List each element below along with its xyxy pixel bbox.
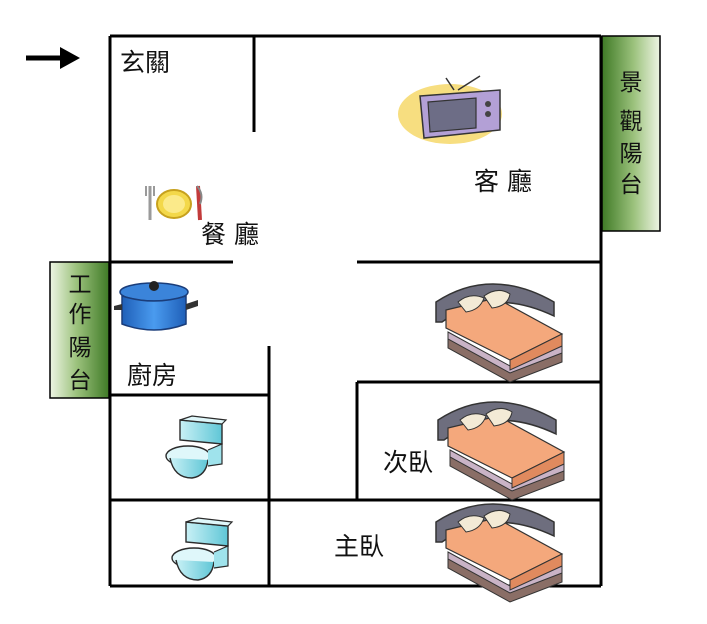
- view-balcony-label-1: 景: [620, 70, 643, 96]
- living-room-label: 客 廳: [474, 167, 532, 196]
- entrance-label: 玄關: [120, 48, 170, 77]
- work-balcony-label-4: 台: [69, 368, 92, 394]
- view-balcony-label-2: 觀: [620, 109, 643, 135]
- bed-icon: [435, 283, 563, 383]
- view-balcony: 景 觀 陽 台: [601, 35, 661, 232]
- dining-room-label: 餐 廳: [201, 220, 259, 249]
- master-bedroom-label: 主臥: [334, 532, 384, 561]
- cooking-pot-icon: [114, 281, 198, 331]
- walls: [108, 34, 603, 588]
- toilet-icon: [165, 415, 227, 479]
- work-balcony-label-1: 工: [69, 272, 92, 298]
- second-bedroom-label: 次臥: [383, 448, 433, 477]
- view-balcony-label-3: 陽: [620, 141, 643, 167]
- television-icon: [398, 75, 502, 144]
- work-balcony-label-2: 作: [69, 302, 92, 328]
- bed-icon: [437, 401, 565, 501]
- kitchen-label: 廚房: [127, 361, 177, 390]
- plate-fork-knife-icon: [145, 185, 203, 221]
- arrow-right-icon: [26, 47, 80, 69]
- view-balcony-label-4: 台: [620, 172, 643, 198]
- work-balcony: 工 作 陽 台: [49, 261, 110, 399]
- work-balcony-label-3: 陽: [69, 335, 92, 361]
- toilet-icon: [171, 517, 233, 581]
